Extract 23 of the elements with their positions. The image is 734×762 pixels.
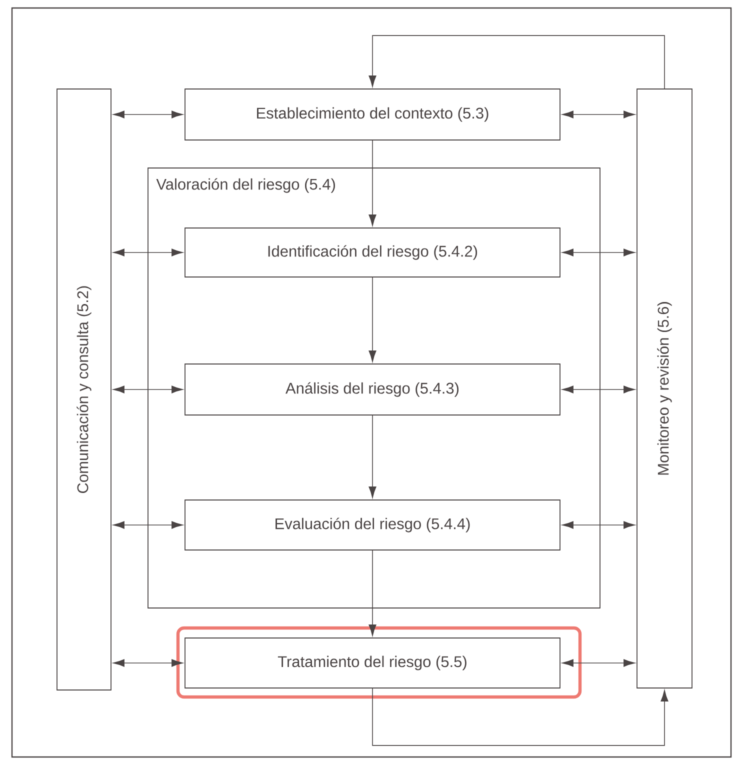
process-box: Comunicación y consulta (5.2) (56, 88, 112, 690)
arrow (368, 415, 376, 498)
process-box: Identificación del riesgo (5.4.2) (184, 228, 560, 278)
arrow (113, 248, 183, 256)
arrow (562, 521, 635, 529)
process-box: Análisis del riesgo (5.4.3) (184, 364, 560, 416)
arrow (113, 521, 183, 529)
process-box: Tratamiento del riesgo (5.5) (184, 638, 560, 688)
arrow (113, 386, 183, 394)
arrow (562, 248, 635, 256)
arrow (562, 110, 635, 118)
process-box: Establecimiento del contexto (5.3) (184, 88, 560, 140)
arrow (368, 550, 376, 636)
arrow (113, 659, 183, 667)
process-box: Evaluación del riesgo (5.4.4) (184, 500, 560, 550)
arrow (372, 688, 668, 746)
arrow (562, 659, 635, 667)
process-box: Monitoreo y revisión (5.6) (636, 88, 692, 688)
arrow (368, 277, 376, 362)
arrow (562, 386, 635, 394)
arrow (368, 140, 376, 226)
arrow (368, 35, 665, 89)
arrow (113, 110, 183, 118)
